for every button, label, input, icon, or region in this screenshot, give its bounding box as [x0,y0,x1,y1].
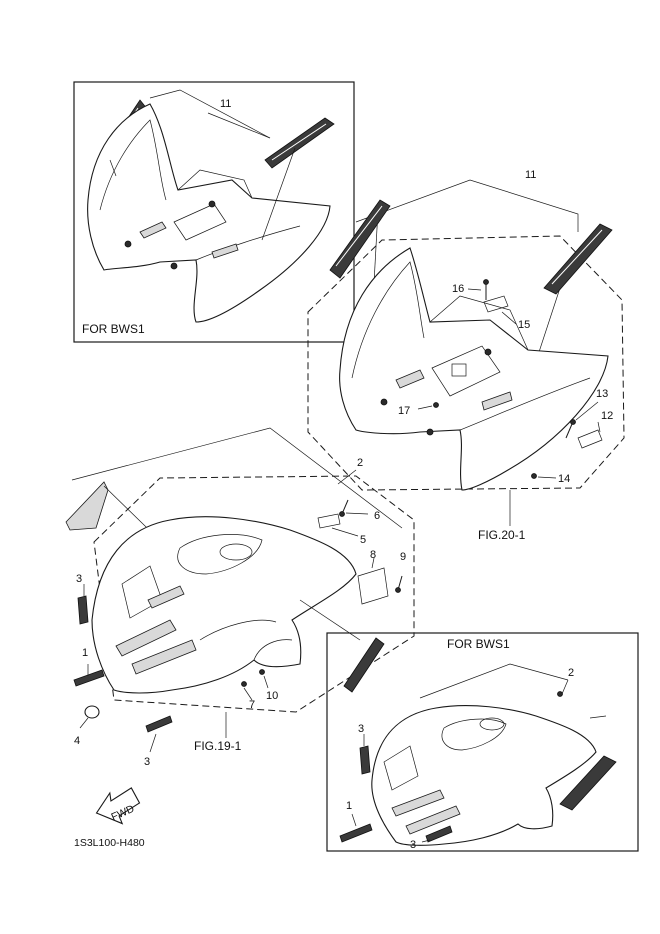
callout-5: 5 [360,534,366,546]
callout-14: 14 [558,473,570,485]
front-fender-assembly [307,179,625,526]
callout-2-inset: 2 [568,667,574,679]
callout-7: 7 [249,699,255,711]
callout-8: 8 [370,549,376,561]
callout-3-inset-bottom: 3 [410,839,416,851]
inset-rear-fender-bws1 [326,632,639,852]
fwd-arrow-icon [95,787,141,825]
callout-11-main: 11 [525,169,536,181]
callout-10: 10 [266,690,278,702]
callout-1-main: 1 [82,647,88,659]
callout-9: 9 [400,551,406,563]
rear-fender-assembly [65,427,415,753]
fig-label-rear: FIG.19-1 [194,739,242,753]
fig-label-front: FIG.20-1 [478,528,526,542]
callout-15: 15 [518,319,530,331]
drawing-code: 1S3L100-H480 [74,837,145,849]
inset-label-top: FOR BWS1 [82,322,145,336]
callout-1-inset: 1 [346,800,352,812]
inset-label-bottom: FOR BWS1 [447,637,510,651]
callout-12: 12 [601,410,613,422]
callout-3-inset-left: 3 [358,723,364,735]
callout-17: 17 [398,405,410,417]
callout-3-bottom: 3 [144,756,150,768]
callout-11-inset: 11 [220,98,231,110]
callout-3-left: 3 [76,573,82,585]
inset-front-fender-bws1 [73,81,355,343]
callout-2-main: 2 [357,457,363,469]
callout-6: 6 [374,510,380,522]
callout-13: 13 [596,388,608,400]
callout-16: 16 [452,283,464,295]
callout-4: 4 [74,735,80,747]
